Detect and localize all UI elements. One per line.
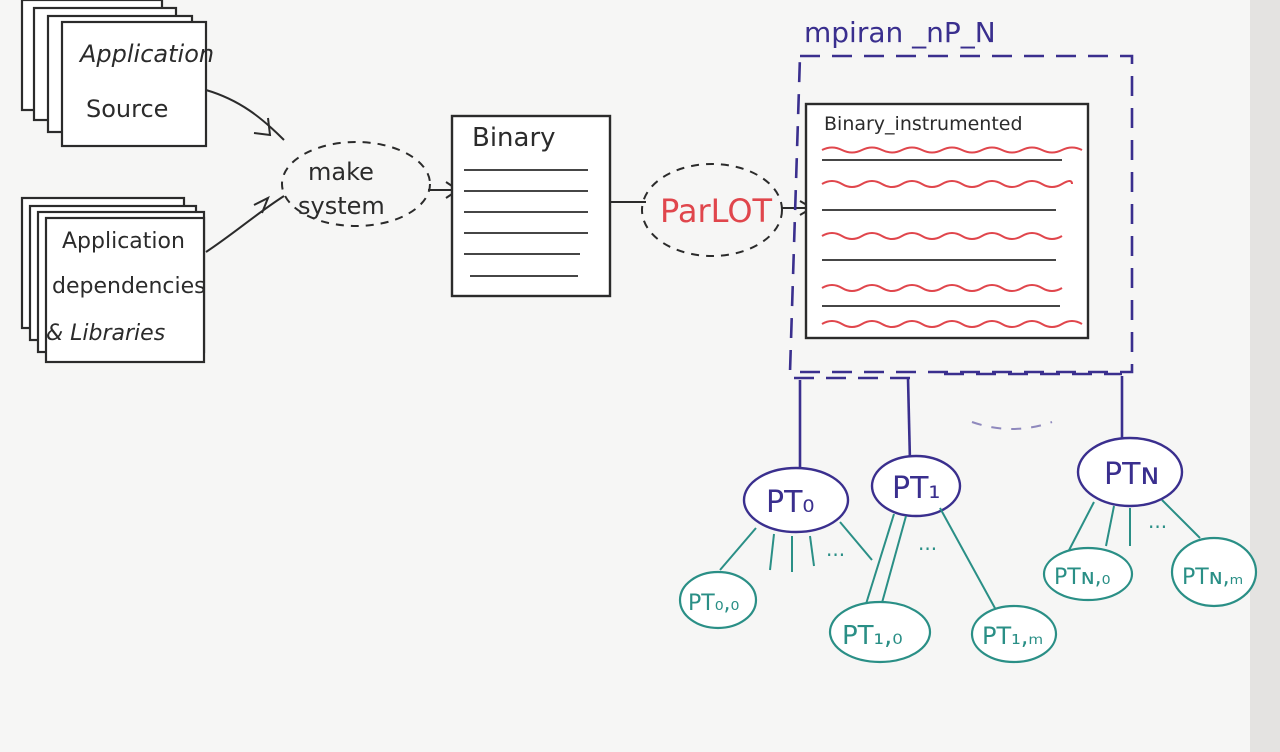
ptN-node bbox=[1076, 436, 1184, 508]
pt00-node bbox=[678, 570, 758, 630]
application-deps-stack bbox=[20, 196, 206, 364]
parlot-ellipse bbox=[641, 163, 783, 257]
ptNM-node bbox=[1170, 536, 1258, 608]
application-deps-line-2: dependencies bbox=[52, 274, 206, 299]
faint-dashes bbox=[971, 421, 1053, 430]
mpirun-label: mpiran _nP_N bbox=[804, 16, 996, 49]
ellipsis-ptN: ... bbox=[1148, 509, 1167, 533]
paper-edge-right bbox=[1250, 0, 1280, 752]
pt1M-node bbox=[970, 604, 1058, 664]
pt1-label: PT₁ bbox=[892, 471, 940, 506]
binary-instrumented-title: Binary_instrumented bbox=[824, 113, 1023, 135]
pt1M-label: PT₁,ₘ bbox=[982, 622, 1043, 650]
binary-title: Binary bbox=[472, 123, 556, 153]
instrumented-red-waves bbox=[821, 146, 1083, 328]
ptN-label: PTɴ bbox=[1104, 457, 1159, 492]
make-system-ellipse bbox=[281, 141, 431, 227]
teal-branches bbox=[719, 499, 1201, 611]
make-system-line-1: make bbox=[308, 158, 374, 186]
binary-lines bbox=[464, 169, 588, 277]
pt0-label: PT₀ bbox=[766, 485, 814, 520]
process-bracket bbox=[794, 372, 1124, 480]
pt1-node bbox=[870, 454, 962, 518]
ptNM-label: PTɴ,ₘ bbox=[1182, 565, 1243, 590]
pt10-node bbox=[828, 600, 932, 664]
application-deps-line-3: & Libraries bbox=[46, 321, 165, 346]
pt0-node bbox=[742, 466, 850, 534]
application-source-line-2: Source bbox=[86, 95, 168, 123]
parlot-label: ParLOT bbox=[660, 192, 773, 230]
ptN0-node bbox=[1042, 546, 1134, 602]
application-deps-line-1: Application bbox=[62, 229, 185, 254]
binary-instrumented-document bbox=[804, 102, 1090, 340]
make-system-line-2: system bbox=[298, 192, 385, 220]
instrumented-black-lines bbox=[822, 159, 1062, 307]
application-source-stack bbox=[20, 0, 208, 148]
ellipsis-pt0: ... bbox=[826, 537, 845, 561]
application-source-line-1: Application bbox=[78, 40, 214, 68]
ellipsis-pt1: ... bbox=[918, 531, 937, 555]
pt00-label: PT₀,₀ bbox=[688, 591, 740, 616]
arrows-to-make bbox=[205, 89, 285, 253]
pt10-label: PT₁,₀ bbox=[842, 621, 903, 651]
mpirun-dashed-box bbox=[788, 54, 1134, 374]
ptN0-label: PTɴ,₀ bbox=[1054, 565, 1111, 590]
binary-document bbox=[450, 114, 612, 298]
